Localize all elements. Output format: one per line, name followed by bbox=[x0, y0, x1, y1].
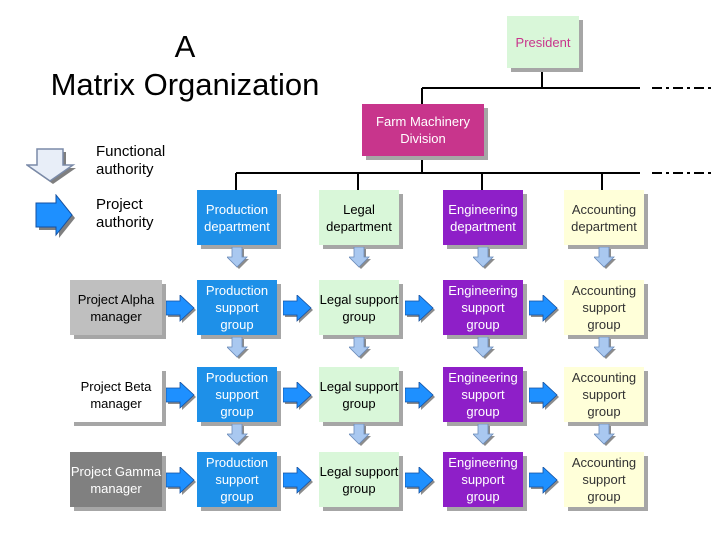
division-box: Farm Machinery Division bbox=[362, 104, 484, 156]
functional-arrow-icon bbox=[473, 247, 495, 269]
support-group-r2-c3: Engineering support group bbox=[443, 367, 523, 422]
functional-arrow-legend-icon bbox=[26, 148, 76, 184]
support-group-r1-c2: Legal support group bbox=[319, 280, 399, 335]
project-manager-2-label: Project Beta manager bbox=[80, 378, 152, 411]
functional-authority-label: Functional authority bbox=[96, 143, 166, 178]
support-group-r3-c4-label: Accounting support group bbox=[571, 455, 637, 504]
functional-arrow-icon bbox=[473, 337, 495, 359]
support-group-r3-c3: Engineering support group bbox=[443, 452, 523, 507]
functional-arrow-icon bbox=[594, 424, 616, 446]
division-label: Farm Machinery Division bbox=[376, 114, 470, 146]
project-arrow-icon bbox=[529, 466, 559, 495]
project-arrow-icon bbox=[283, 381, 313, 410]
department-1: Production department bbox=[197, 190, 277, 245]
title-line-2: Matrix Organization bbox=[50, 67, 320, 102]
support-group-r1-c4: Accounting support group bbox=[564, 280, 644, 335]
support-group-r2-c2: Legal support group bbox=[319, 367, 399, 422]
support-group-r1-c3: Engineering support group bbox=[443, 280, 523, 335]
department-2-label: Legal department bbox=[326, 201, 392, 234]
department-3: Engineering department bbox=[443, 190, 523, 245]
support-group-r2-c4: Accounting support group bbox=[564, 367, 644, 422]
project-manager-1-label: Project Alpha manager bbox=[77, 291, 155, 324]
project-arrow-legend-icon bbox=[35, 194, 75, 238]
support-group-r1-c1: Production support group bbox=[197, 280, 277, 335]
department-1-label: Production department bbox=[204, 201, 270, 234]
support-group-r1-c3-label: Engineering support group bbox=[448, 283, 518, 332]
functional-arrow-icon bbox=[349, 247, 371, 269]
functional-arrow-icon bbox=[227, 424, 249, 446]
project-arrow-icon bbox=[283, 294, 313, 323]
department-4: Accounting department bbox=[564, 190, 644, 245]
title-line-1: A bbox=[174, 29, 196, 64]
project-arrow-icon bbox=[166, 381, 196, 410]
functional-arrow-icon bbox=[349, 424, 371, 446]
department-3-label: Engineering department bbox=[448, 201, 518, 234]
project-arrow-icon bbox=[166, 294, 196, 323]
project-arrow-icon bbox=[405, 294, 435, 323]
support-group-r1-c1-label: Production support group bbox=[205, 283, 269, 332]
president-box: President bbox=[507, 16, 579, 68]
project-arrow-icon bbox=[405, 381, 435, 410]
project-arrow-icon bbox=[283, 466, 313, 495]
support-group-r2-c1: Production support group bbox=[197, 367, 277, 422]
page-title: A Matrix Organization bbox=[10, 28, 360, 104]
support-group-r1-c4-label: Accounting support group bbox=[571, 283, 637, 332]
support-group-r2-c3-label: Engineering support group bbox=[448, 370, 518, 419]
support-group-r3-c4: Accounting support group bbox=[564, 452, 644, 507]
project-manager-2: Project Beta manager bbox=[70, 367, 162, 422]
support-group-r3-c2: Legal support group bbox=[319, 452, 399, 507]
functional-arrow-icon bbox=[349, 337, 371, 359]
support-group-r3-c1-label: Production support group bbox=[205, 455, 269, 504]
functional-arrow-icon bbox=[473, 424, 495, 446]
support-group-r1-c2-label: Legal support group bbox=[319, 291, 399, 324]
support-group-r2-c4-label: Accounting support group bbox=[571, 370, 637, 419]
support-group-r3-c3-label: Engineering support group bbox=[448, 455, 518, 504]
functional-arrow-icon bbox=[594, 247, 616, 269]
project-arrow-icon bbox=[166, 466, 196, 495]
support-group-r2-c2-label: Legal support group bbox=[319, 378, 399, 411]
project-authority-label: Project authority bbox=[96, 196, 154, 231]
project-arrow-icon bbox=[405, 466, 435, 495]
project-manager-3: Project Gamma manager bbox=[70, 452, 162, 507]
functional-arrow-icon bbox=[594, 337, 616, 359]
department-4-label: Accounting department bbox=[571, 201, 637, 234]
project-manager-3-label: Project Gamma manager bbox=[70, 463, 162, 496]
support-group-r3-c2-label: Legal support group bbox=[319, 463, 399, 496]
functional-arrow-icon bbox=[227, 247, 249, 269]
support-group-r3-c1: Production support group bbox=[197, 452, 277, 507]
project-arrow-icon bbox=[529, 381, 559, 410]
support-group-r2-c1-label: Production support group bbox=[205, 370, 269, 419]
president-label: President bbox=[515, 34, 571, 50]
department-2: Legal department bbox=[319, 190, 399, 245]
project-arrow-icon bbox=[529, 294, 559, 323]
functional-arrow-icon bbox=[227, 337, 249, 359]
project-manager-1: Project Alpha manager bbox=[70, 280, 162, 335]
